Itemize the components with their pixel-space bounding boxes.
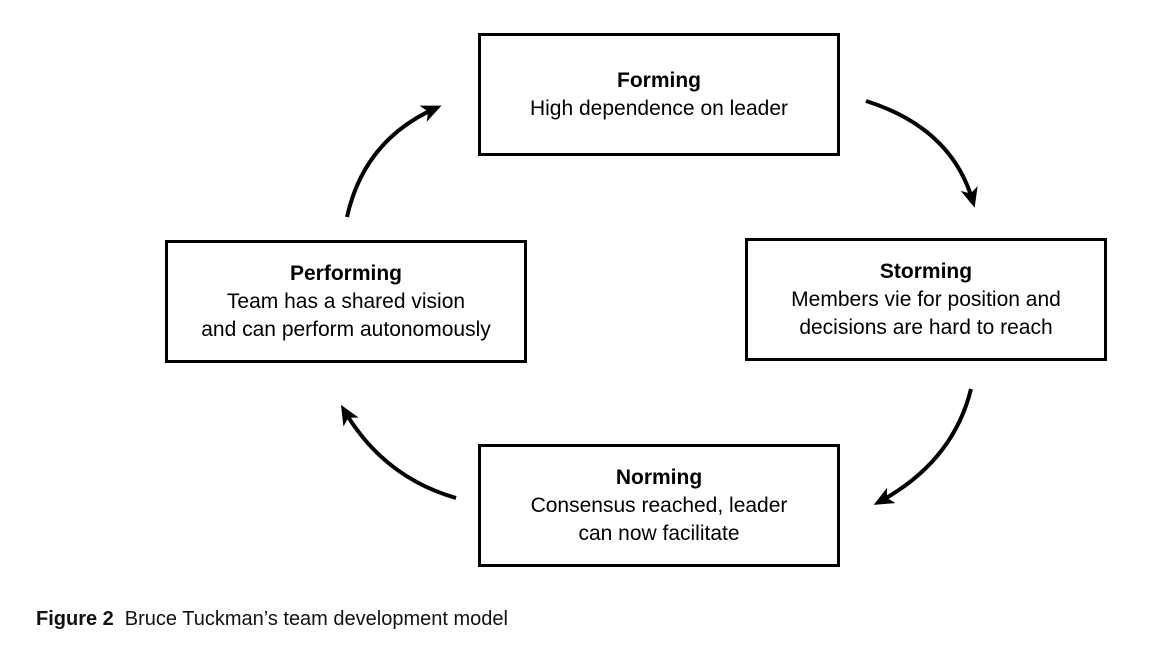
stage-title-norming: Norming [615,465,703,489]
stage-description-norming: Consensus reached, leader can now facili… [530,493,788,545]
arrow-performing-to-forming [345,105,442,218]
figure-caption: Figure 2 Bruce Tuckman’s team development… [36,606,508,632]
arrow-norming-to-performing [340,404,457,500]
arrow-storming-to-norming [873,388,973,505]
stage-title-forming: Forming [617,68,701,92]
figure-caption-text: Bruce Tuckman’s team development model [124,608,508,630]
stage-box-performing: Performing Team has a shared vision and … [165,240,527,363]
stage-box-storming: Storming Members vie for position and de… [745,238,1107,361]
stage-title-performing: Performing [289,261,402,285]
stage-box-norming: Norming Consensus reached, leader can no… [478,444,840,567]
stage-description-forming: High dependence on leader [529,96,789,120]
stage-description-performing: Team has a shared vision and can perform… [201,289,491,341]
arrow-forming-to-storming [865,99,978,208]
stage-description-storming: Members vie for position and decisions a… [791,287,1061,339]
stage-title-storming: Storming [879,259,973,283]
stage-box-forming: Forming High dependence on leader [478,33,840,156]
figure-caption-label: Figure 2 [36,608,114,630]
